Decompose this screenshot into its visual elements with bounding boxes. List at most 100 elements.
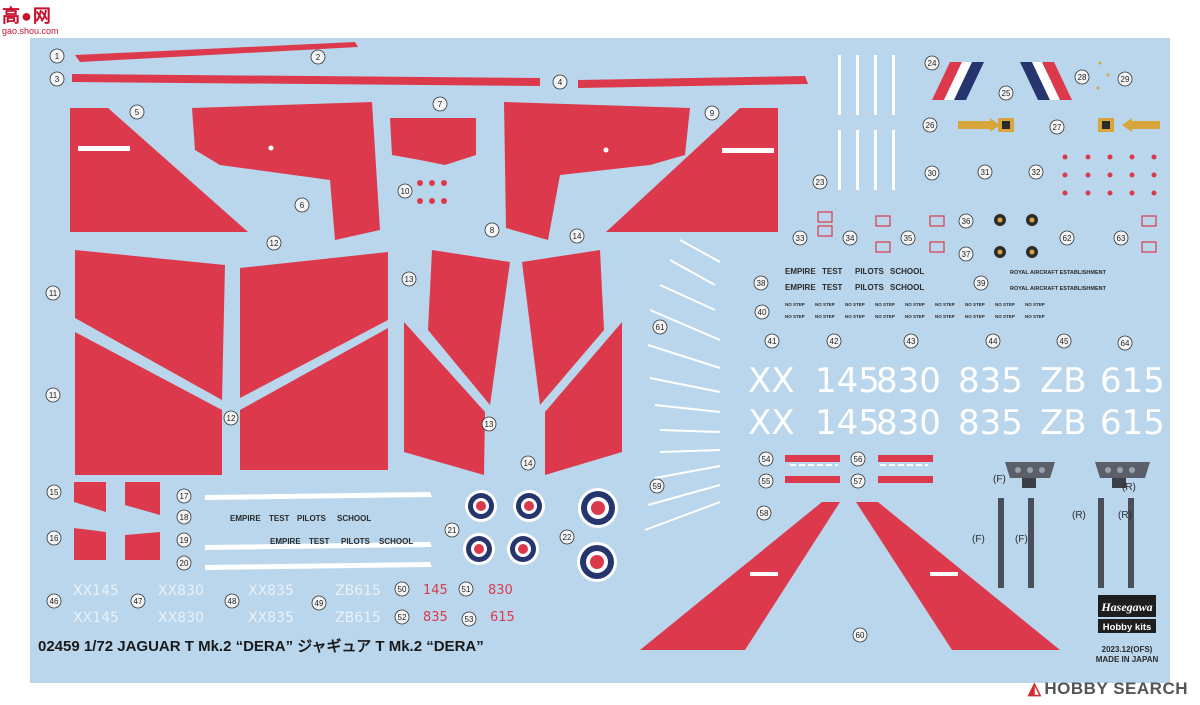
svg-text:64: 64 [1121,339,1130,348]
callout-number-45: 45 [1056,333,1072,349]
svg-text:46: 46 [50,597,59,606]
band-decal-19 [205,542,432,550]
callout-number-10: 10 [397,183,413,199]
callout-number-8: 8 [484,222,500,238]
svg-text:18: 18 [180,513,189,522]
svg-text:6: 6 [300,201,305,210]
panel-decal-11b [75,332,222,475]
dot-decals-32 [1062,154,1157,196]
stripe-decals-54-57 [785,455,933,483]
callout-number-41: 41 [764,333,780,349]
callout-number-62: 62 [1059,230,1075,246]
callout-number-24: 24 [924,55,940,71]
no-step-text: NO STEP [965,302,985,307]
fin-decal-5 [70,108,248,232]
no-step-text: NO STEP [935,302,955,307]
callout-number-37: 37 [958,246,974,262]
svg-text:63: 63 [1117,234,1126,243]
stencil-text: SCHOOL [337,514,371,523]
serial-zb615: ZB615 [335,610,381,626]
callout-number-61: 61 [652,319,668,335]
strip-decals-23 [838,55,895,190]
stencil-text: SCHOOL [890,283,924,292]
no-step-text: NO STEP [845,302,865,307]
stencil-text: SCHOOL [379,537,413,546]
crest-decals-36-37 [994,214,1038,258]
stencil-text: PILOTS [855,283,885,292]
stencil-text: PILOTS [855,267,885,276]
svg-text:14: 14 [573,232,582,241]
svg-text:37: 37 [962,250,971,259]
callout-number-55: 55 [758,473,774,489]
serial-xx145: XX145 [73,583,119,599]
serial-615: 615 [1100,403,1165,443]
dot-decals-10 [417,180,447,204]
svg-text:8: 8 [490,226,495,235]
svg-text:24: 24 [928,59,937,68]
line-decals-60-61 [644,239,721,531]
big-serial-decals: XX 145 830 835 ZB 615 XX 145 830 835 ZB … [748,361,1165,443]
serial-xx: XX [748,403,795,443]
callout-number-19: 19 [176,532,192,548]
svg-text:22: 22 [563,533,572,542]
rescue-decals-26-27 [958,118,1160,132]
callout-number-53: 53 [461,611,477,627]
wing-decal-6 [192,102,380,240]
svg-text:31: 31 [981,168,990,177]
stripe-decal-2 [75,42,358,62]
no-step-text: NO STEP [995,302,1015,307]
callout-number-9: 9 [704,105,720,121]
callout-number-44: 44 [985,333,1001,349]
no-step-text: NO STEP [785,314,805,319]
callout-number-3: 3 [49,71,65,87]
svg-text:11: 11 [49,391,58,400]
svg-text:25: 25 [1002,89,1011,98]
callout-number-17: 17 [176,488,192,504]
callout-number-15: 15 [46,484,62,500]
callout-number-14: 14 [569,228,585,244]
no-step-text: NO STEP [935,314,955,319]
watermark-text: HOBBY SEARCH [1044,679,1188,698]
made-in-label: MADE IN JAPAN [1096,655,1159,664]
fin-flash-decals-25 [932,62,1072,100]
serial-835: 835 [958,361,1023,401]
callout-number-33: 33 [792,230,808,246]
watermark-mark-icon: ◭ [1027,679,1042,698]
svg-text:38: 38 [757,279,766,288]
svg-text:21: 21 [448,526,457,535]
serial-145: 145 [815,361,880,401]
callout-number-16: 16 [46,530,62,546]
callout-number-49: 49 [311,595,327,611]
callout-number-35: 35 [900,230,916,246]
small-serial-decals: XX145 XX830 XX835 ZB615 XX145 XX830 XX83… [73,583,381,626]
svg-text:(F): (F) [972,534,985,545]
callout-number-27: 27 [1049,119,1065,135]
svg-text:52: 52 [398,613,407,622]
svg-text:41: 41 [768,337,777,346]
serial-xx145: XX145 [73,610,119,626]
svg-text:13: 13 [485,420,494,429]
svg-text:60: 60 [856,631,865,640]
no-step-text: NO STEP [965,314,985,319]
instrument-panel-decals [998,462,1150,588]
svg-text:35: 35 [904,234,913,243]
svg-text:62: 62 [1063,234,1072,243]
svg-text:13: 13 [405,275,414,284]
svg-text:39: 39 [977,279,986,288]
svg-text:Hobby kits: Hobby kits [1103,622,1152,633]
panel-decal-14 [545,322,622,475]
watermark-bottom: ◭HOBBY SEARCH [1028,679,1188,699]
stencil-text: PILOTS [341,537,371,546]
svg-text:2: 2 [316,53,321,62]
svg-text:29: 29 [1121,75,1130,84]
callout-number-58: 58 [756,505,772,521]
callout-number-38: 38 [753,275,769,291]
callout-number-18: 18 [176,509,192,525]
intake-decal-7 [390,118,476,165]
band-decal-17 [205,492,432,500]
svg-text:15: 15 [50,488,59,497]
stencil-text: TEST [822,267,843,276]
callout-number-29: 29 [1117,71,1133,87]
